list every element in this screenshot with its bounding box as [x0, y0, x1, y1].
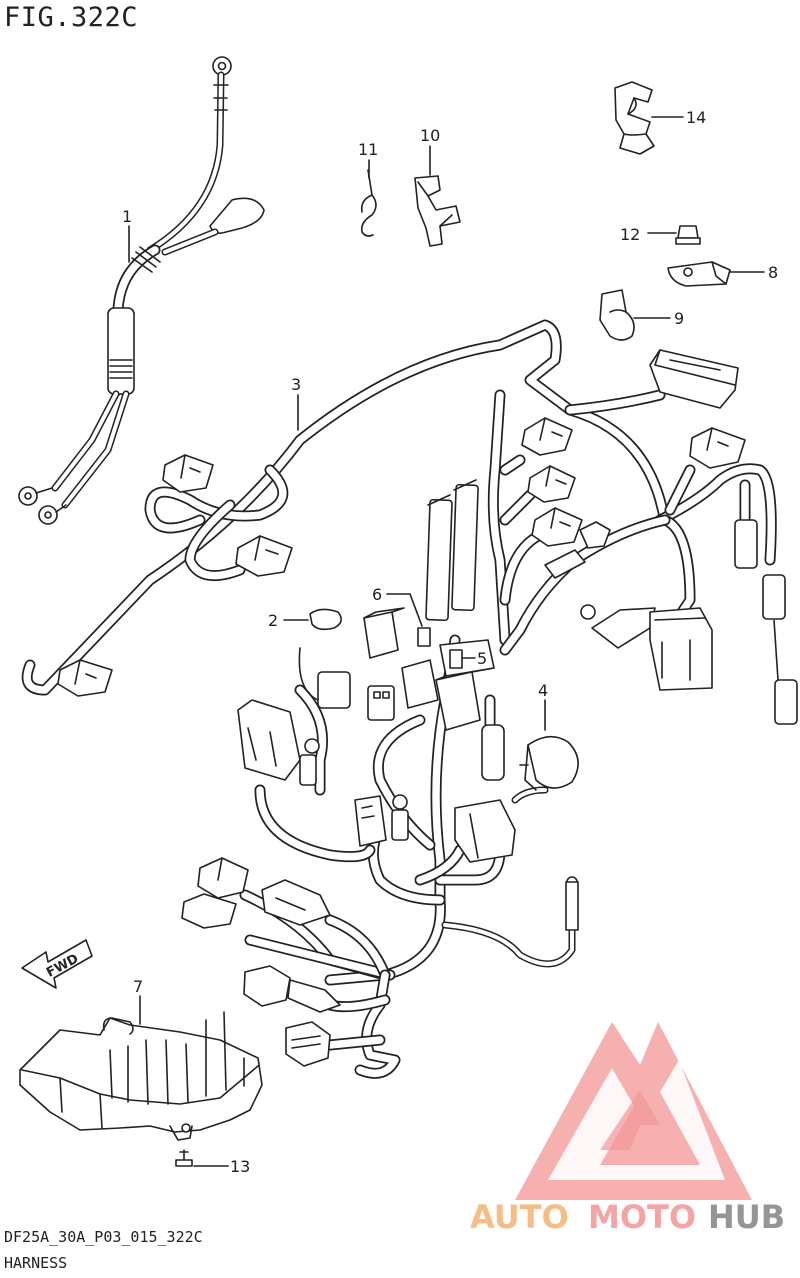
watermark-moto: MOTO — [588, 1198, 696, 1236]
callout-7: 7 — [133, 977, 143, 996]
callout-14: 14 — [686, 108, 706, 127]
figure-code: DF25A_30A_P03_015_322C — [4, 1228, 203, 1246]
callout-9: 9 — [674, 309, 684, 328]
part-fuse-5 — [449, 649, 476, 669]
part-clip-14 — [614, 81, 684, 155]
callout-10: 10 — [420, 126, 440, 145]
part-fuse-6 — [386, 593, 431, 647]
part-battery-cable — [18, 56, 265, 525]
part-bolt-12 — [647, 225, 701, 245]
callout-4: 4 — [538, 681, 548, 700]
callout-13: 13 — [230, 1157, 250, 1176]
part-relay-2 — [283, 607, 405, 659]
callout-5: 5 — [477, 649, 487, 668]
watermark-logo: AUTO MOTO HUB — [470, 1022, 785, 1236]
part-screw-13 — [175, 1149, 229, 1167]
watermark-hub: HUB — [708, 1198, 785, 1236]
figure-name: HARNESS — [4, 1254, 68, 1272]
watermark-auto: AUTO — [470, 1198, 569, 1236]
callout-3: 3 — [291, 375, 301, 394]
part-clamp-9 — [599, 289, 671, 341]
fwd-arrow-icon: FWD — [21, 939, 93, 989]
part-buzzer-4 — [519, 699, 579, 791]
figure-title: FIG.322C — [4, 2, 139, 33]
part-clamp-10 — [414, 145, 461, 247]
callout-6: 6 — [372, 585, 382, 604]
part-main-harness — [21, 319, 777, 1079]
callout-1: 1 — [122, 207, 132, 226]
callout-2: 2 — [268, 611, 278, 630]
part-holder-7 — [19, 995, 263, 1141]
part-plate-8 — [667, 261, 765, 287]
callout-11: 11 — [358, 140, 378, 159]
part-clip-11 — [360, 159, 377, 237]
callout-8: 8 — [768, 263, 778, 282]
callout-12: 12 — [620, 225, 640, 244]
